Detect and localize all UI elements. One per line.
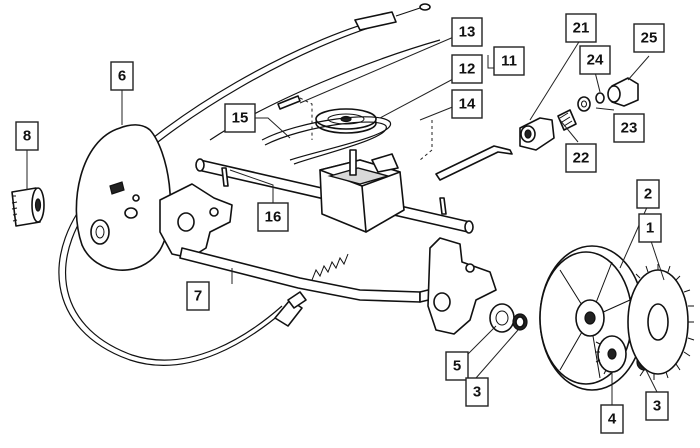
tension-spring bbox=[311, 253, 349, 281]
callout-2: 2 bbox=[636, 179, 660, 209]
left-bracket-plate bbox=[159, 183, 233, 259]
callout-22: 22 bbox=[565, 143, 597, 173]
callout-11: 11 bbox=[493, 46, 525, 76]
callout-21: 21 bbox=[565, 13, 597, 43]
svg-text:14: 14 bbox=[459, 96, 476, 113]
svg-text:15: 15 bbox=[232, 110, 249, 127]
svg-text:21: 21 bbox=[573, 20, 590, 37]
svg-text:23: 23 bbox=[621, 120, 638, 137]
svg-text:5: 5 bbox=[453, 358, 461, 375]
svg-text:7: 7 bbox=[194, 288, 202, 305]
small-pinion-gear bbox=[11, 187, 45, 227]
svg-text:1: 1 bbox=[646, 220, 654, 237]
svg-text:13: 13 bbox=[459, 24, 476, 41]
bent-rod bbox=[419, 120, 513, 181]
pulley-belt bbox=[261, 108, 391, 165]
svg-text:3: 3 bbox=[653, 398, 661, 415]
svg-text:2: 2 bbox=[644, 186, 652, 203]
end-cap bbox=[607, 77, 639, 107]
gearbox-housing bbox=[319, 149, 405, 233]
callout-25: 25 bbox=[633, 23, 665, 53]
svg-text:16: 16 bbox=[265, 209, 282, 226]
svg-text:24: 24 bbox=[587, 52, 604, 69]
callout-8: 8 bbox=[15, 121, 39, 151]
svg-text:4: 4 bbox=[608, 411, 617, 428]
callout-5: 5 bbox=[445, 351, 469, 381]
callout-13: 13 bbox=[451, 17, 483, 47]
svg-text:25: 25 bbox=[641, 30, 658, 47]
callout-12: 12 bbox=[451, 54, 483, 84]
callout-16: 16 bbox=[257, 202, 289, 232]
small-pin bbox=[277, 95, 313, 140]
svg-text:12: 12 bbox=[459, 61, 476, 78]
small-drive-gear bbox=[595, 335, 627, 375]
callout-3-right: 3 bbox=[645, 391, 669, 421]
callout-14: 14 bbox=[451, 89, 483, 119]
pivot-bracket bbox=[519, 117, 555, 151]
small-spring bbox=[557, 109, 577, 131]
callout-15: 15 bbox=[224, 103, 256, 133]
svg-text:22: 22 bbox=[573, 150, 590, 167]
callout-23: 23 bbox=[613, 113, 645, 143]
svg-text:11: 11 bbox=[501, 53, 517, 70]
axle-rod bbox=[179, 247, 463, 303]
callout-4: 4 bbox=[600, 404, 624, 434]
right-bracket-lever bbox=[427, 237, 497, 335]
control-cable bbox=[58, 3, 441, 366]
callout-1: 1 bbox=[638, 213, 662, 243]
washers bbox=[577, 92, 605, 112]
callout-24: 24 bbox=[579, 45, 611, 75]
svg-text:3: 3 bbox=[473, 384, 481, 401]
callout-7: 7 bbox=[186, 281, 210, 311]
svg-text:8: 8 bbox=[23, 128, 31, 145]
callout-6: 6 bbox=[110, 61, 134, 91]
callout-3-left: 3 bbox=[465, 377, 489, 407]
large-gear bbox=[627, 264, 695, 380]
svg-text:6: 6 bbox=[118, 68, 126, 85]
wheel-cover-disc bbox=[75, 124, 172, 271]
callout-boxes: 6 8 7 16 15 13 12 11 14 21 24 25 23 22 2… bbox=[15, 13, 669, 434]
